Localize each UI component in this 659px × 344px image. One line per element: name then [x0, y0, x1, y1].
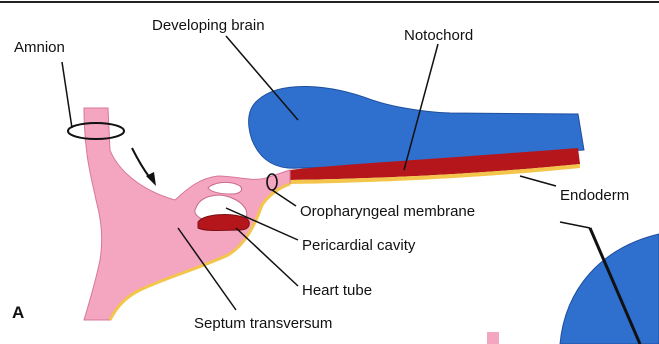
label-pericardial-cavity: Pericardial cavity [302, 237, 416, 254]
leader-heart-tube [236, 228, 298, 286]
heart-tube-shape [198, 215, 249, 231]
panel-letter: A [12, 303, 24, 322]
label-heart-tube: Heart tube [302, 282, 372, 299]
label-endoderm: Endoderm [560, 187, 629, 204]
label-notochord: Notochord [404, 27, 473, 44]
second-panel-brain-shape [560, 234, 659, 344]
label-oropharyngeal-membrane: Oropharyngeal membrane [300, 203, 475, 220]
leader-second-panel-a [560, 222, 590, 228]
leader-oropharyngeal [272, 190, 296, 206]
leader-endoderm [520, 176, 556, 186]
second-panel-stalk-shape [487, 332, 499, 344]
folding-arrow [132, 148, 150, 178]
label-amnion: Amnion [14, 39, 65, 56]
leader-amnion [62, 62, 72, 128]
label-developing-brain: Developing brain [152, 17, 265, 34]
label-septum-transversum: Septum transversum [194, 315, 332, 332]
